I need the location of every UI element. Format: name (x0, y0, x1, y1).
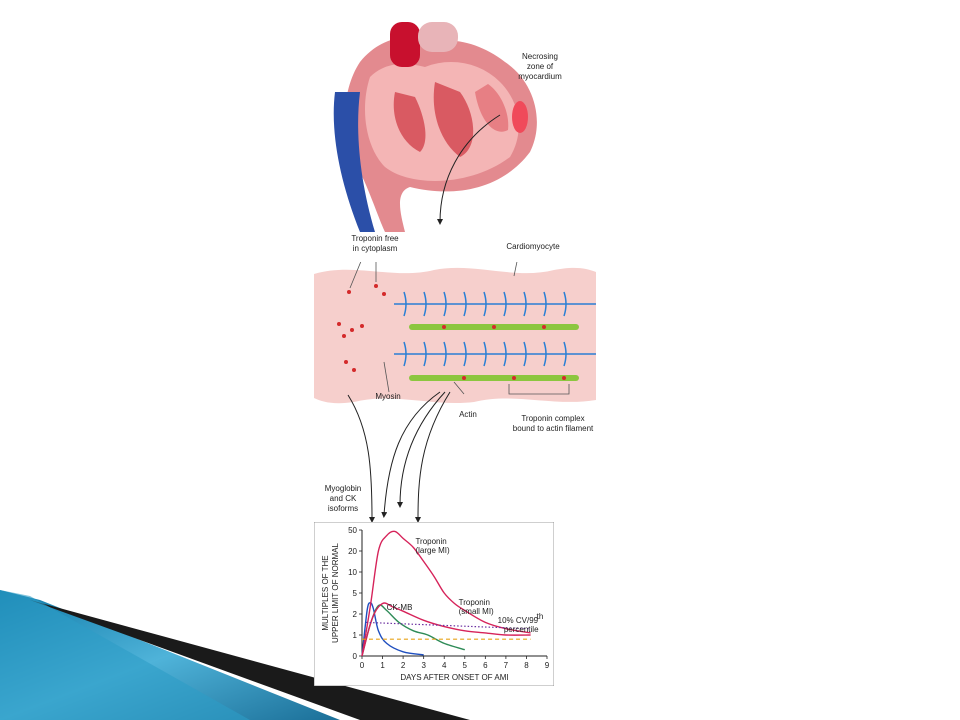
x-tick-label: 9 (545, 661, 550, 670)
y-tick-label: 1 (353, 631, 358, 640)
annotation-troponin-large-line1: Troponin (415, 537, 446, 546)
troponin-free-label: Troponin free in cytoplasm (351, 234, 399, 253)
myosin-filaments (394, 291, 596, 367)
myoglobin-label: Myoglobin and CK isoforms (324, 484, 362, 513)
heart-illustration (333, 22, 537, 232)
annotation-ckmb: CK-MB (387, 603, 413, 612)
annotation-percentile-superscript: th (537, 612, 544, 621)
decorative-corner-bar (0, 590, 470, 720)
myosin-label: Myosin (375, 392, 401, 401)
cardiomyocyte-illustration (314, 262, 596, 404)
y-axis-title-line2: UPPER LIMIT OF NORMAL (331, 543, 340, 643)
y-tick-label: 10 (348, 568, 357, 577)
y-tick-label: 0 (353, 652, 358, 661)
annotation-troponin-small-line2: (small MI) (459, 607, 494, 616)
x-tick-label: 6 (483, 661, 488, 670)
x-tick-label: 2 (401, 661, 406, 670)
y-axis-title-line1: MULTIPLES OF THE (321, 555, 330, 630)
cardiomyocyte-label: Cardiomyocyte (506, 242, 560, 251)
troponin-dots (337, 284, 566, 380)
necrosing-zone-label: Necrosing zone of myocardium (518, 52, 562, 81)
series-line-myoglobin (361, 602, 424, 657)
annotation-troponin-small-line1: Troponin (459, 598, 490, 607)
x-axis-title: DAYS AFTER ONSET OF AMI (400, 673, 508, 682)
series-line-threshold-dotted (366, 621, 531, 630)
y-tick-label: 2 (353, 610, 358, 619)
x-tick-label: 8 (524, 661, 529, 670)
series-line-troponin-small (361, 602, 531, 657)
x-tick-label: 7 (504, 661, 509, 670)
x-tick-label: 3 (421, 661, 426, 670)
actin-label: Actin (459, 410, 477, 419)
x-tick-label: 1 (380, 661, 385, 670)
x-tick-label: 0 (360, 661, 365, 670)
y-tick-label: 5 (353, 589, 358, 598)
x-tick-label: 4 (442, 661, 447, 670)
y-tick-label: 20 (348, 547, 357, 556)
troponin-complex-label: Troponin complex bound to actin filament (512, 414, 594, 433)
annotation-troponin-large-line2: (large MI) (415, 546, 450, 555)
series-line-troponin-large (361, 530, 531, 657)
y-tick-label: 50 (348, 526, 357, 535)
x-tick-label: 5 (463, 661, 468, 670)
annotation-percentile-line1: 10% CV/99 (498, 616, 539, 625)
annotation-percentile-line2: percentile (504, 625, 539, 634)
